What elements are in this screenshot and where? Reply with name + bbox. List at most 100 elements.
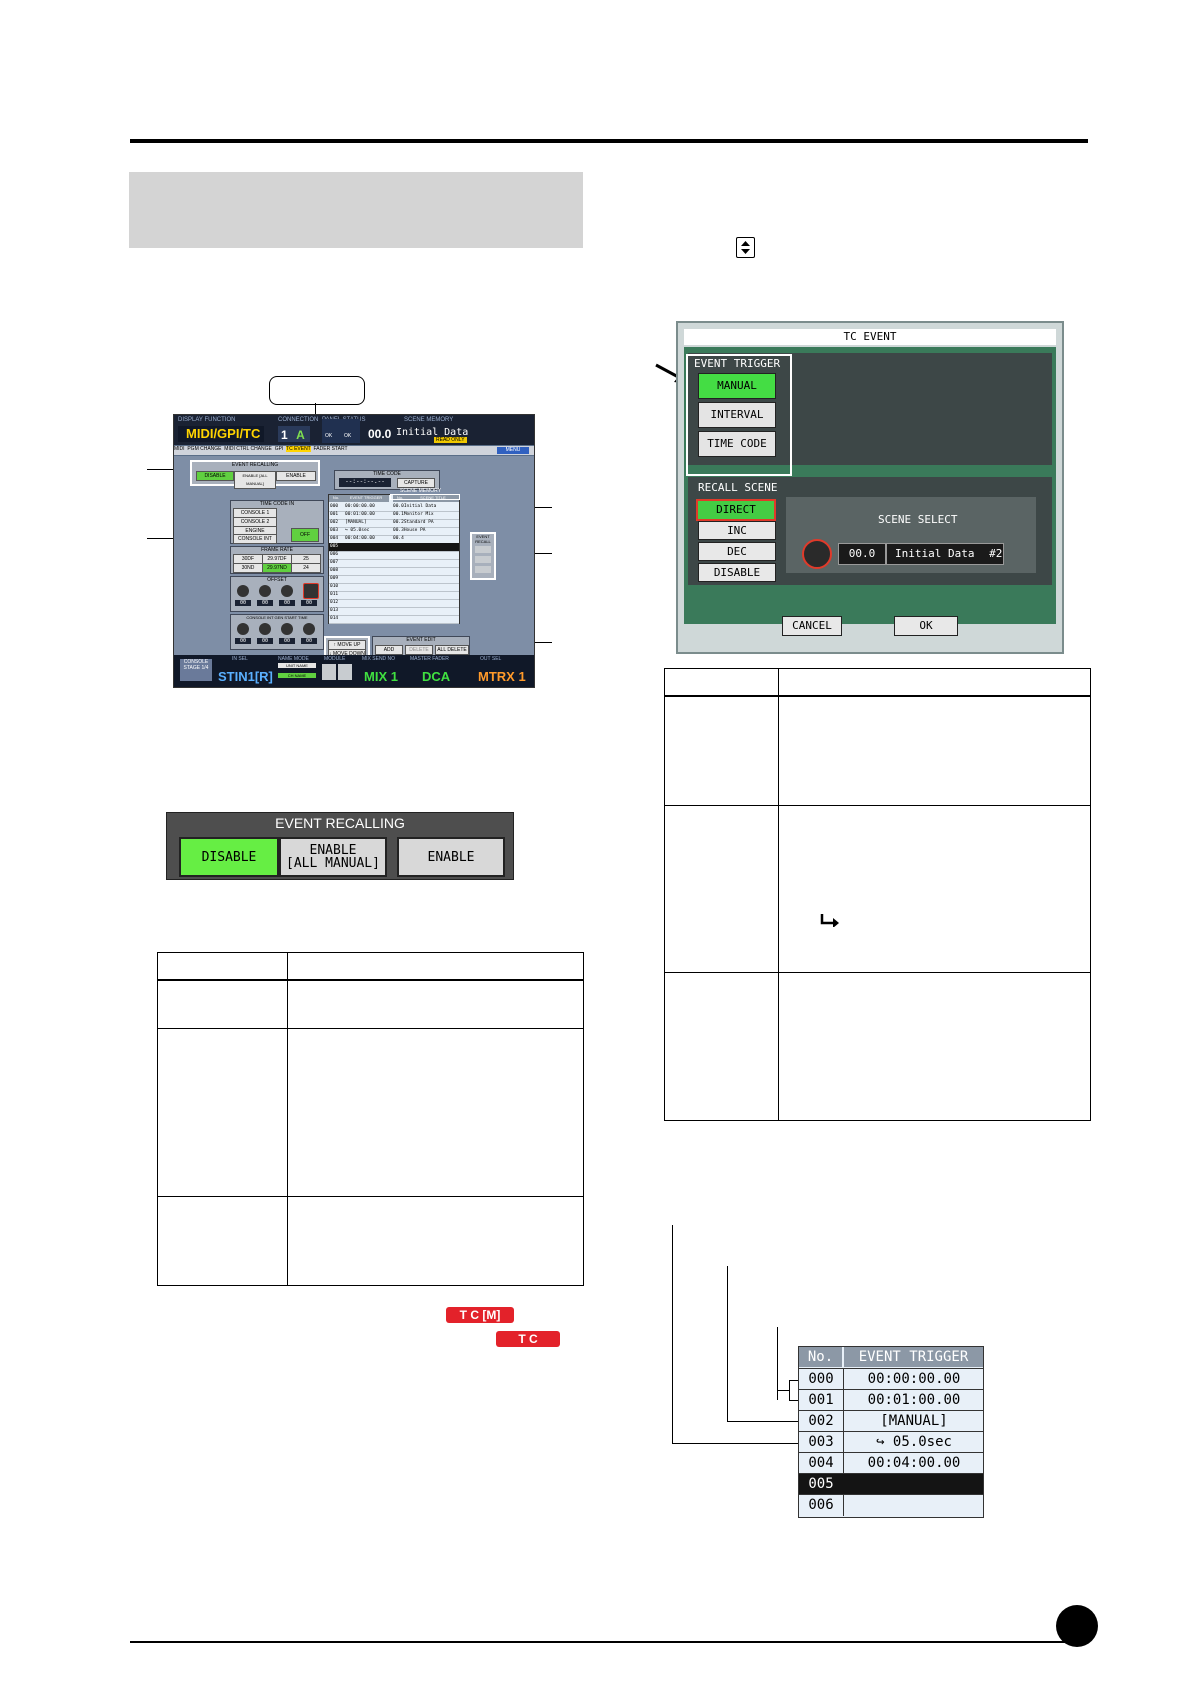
manual-button[interactable]: MANUAL [698,373,776,399]
section-heading-box [129,172,583,248]
list-item[interactable]: 009 [329,575,459,584]
gen-value: 00 [301,638,317,644]
event-recall-button[interactable] [475,566,491,573]
list-scene: 00.1Monitor Mix [393,512,434,517]
frame-rate-24[interactable]: 24 [291,563,321,573]
list-item[interactable]: 002[MANUAL]00.2Standard PA [329,519,459,528]
header-rule [130,139,1088,143]
er-enable-button[interactable]: ENABLE [276,471,316,481]
er-enable-all-manual-button[interactable]: ENABLE [ALL MANUAL] [279,837,387,877]
table-row[interactable]: 002[MANUAL] [799,1410,983,1432]
direct-button[interactable]: DIRECT [696,499,776,521]
table-divider [287,953,288,1285]
interval-button[interactable]: INTERVAL [698,402,776,428]
event-trigger: [MANUAL] [843,1411,984,1432]
event-trigger: 00:01:00.00 [843,1390,984,1411]
er-enable-button[interactable]: ENABLE [397,837,505,877]
list-no: 007 [330,560,339,565]
capture-button[interactable]: CAPTURE [397,478,435,488]
tc-in-console-int[interactable]: CONSOLE INT [233,534,277,544]
list-item[interactable]: 011 [329,591,459,600]
master-fader-value[interactable]: DCA [422,669,451,684]
offset-knob[interactable] [281,585,293,597]
list-item[interactable]: 006 [329,551,459,560]
list-item[interactable]: 007 [329,559,459,568]
list-no: 003 [330,528,339,533]
tc-in-off-button[interactable]: OFF [291,528,319,542]
list-header-no: No. [329,495,343,502]
flip-button[interactable] [322,664,336,680]
disable-button[interactable]: DISABLE [698,563,776,582]
menu-button[interactable]: MENU [497,447,529,454]
list-item[interactable]: 013 [329,607,459,616]
time-code-button[interactable]: TIME CODE [698,431,776,457]
gen-knob[interactable] [259,623,271,635]
gen-knob[interactable] [237,623,249,635]
dialog-body: EVENT TRIGGER MANUAL INTERVAL TIME CODE … [684,347,1056,624]
list-item[interactable]: 008 [329,567,459,576]
tab-midi[interactable]: MIDI [174,446,185,452]
gen-knob[interactable] [303,623,315,635]
in-sel-value[interactable]: STIN1[R] [218,669,273,684]
tab-fader-start[interactable]: FADER START [313,446,348,452]
table-row[interactable]: 006 [799,1494,983,1516]
out-sel-value[interactable]: MTRX 1 [478,669,526,684]
event-recall-button[interactable] [475,556,491,563]
scene-select-knob[interactable] [802,539,832,569]
event-recall-button[interactable] [475,546,491,553]
frame-rate-2997nd[interactable]: 29.97ND [262,563,292,573]
flip-button[interactable] [338,664,352,680]
all-delete-button[interactable]: ALL DELETE [435,645,469,655]
name-mode-unit[interactable]: UNIT NAME [278,663,316,668]
cancel-button[interactable]: CANCEL [782,616,842,636]
tab-midi-ctrl-change[interactable]: MIDI CTRL CHANGE [224,446,272,452]
er-disable-button[interactable]: DISABLE [196,471,234,481]
mix-send-value[interactable]: MIX 1 [364,669,398,684]
time-code-value: --:--:--.-- [339,478,391,487]
footer-rule [130,1641,1088,1643]
scene-memory-list-label: SCENE MEMORY [400,488,442,494]
callout-line [672,1225,673,1444]
event-no: 004 [808,1455,834,1471]
list-item[interactable]: 010 [329,583,459,592]
er-enable-all-manual-button[interactable]: ENABLE [ALL MANUAL] [234,471,276,489]
offset-value: 00 [235,600,251,606]
table-row[interactable]: 005 [799,1473,983,1495]
tab-pgm-change[interactable]: PGM CHANGE [187,446,222,452]
table-row[interactable]: 003↪ 05.0sec [799,1431,983,1453]
dec-button[interactable]: DEC [698,542,776,561]
list-item[interactable]: 005 [329,543,459,552]
er-disable-button[interactable]: DISABLE [179,837,279,877]
tab-tc-event[interactable]: TC EVENT [286,446,311,452]
offset-knob[interactable] [303,583,319,599]
screen-header: DISPLAY FUNCTION MIDI/GPI/TC CONNECTION … [174,415,534,445]
inc-button[interactable]: INC [698,521,776,540]
list-header-no2: No. [393,495,407,502]
list-no: 005 [330,544,339,549]
frame-rate-30nd[interactable]: 30ND [233,563,263,573]
ok-button[interactable]: OK [894,616,958,636]
console-stage-button[interactable]: CONSOLE STAGE 1/4 [180,659,212,681]
list-item[interactable]: 012 [329,599,459,608]
offset-knob[interactable] [237,585,249,597]
callout-line [147,469,187,470]
list-item[interactable]: 014 [329,615,459,624]
list-no: 014 [330,616,339,621]
delete-button[interactable]: DELETE [405,645,433,655]
callout-line [727,1421,798,1422]
callout-line [789,1380,790,1401]
gen-knob[interactable] [281,623,293,635]
name-mode-ch[interactable]: CH NAME [278,673,316,678]
list-trigger: 00:00:00.00 [345,504,375,509]
add-button[interactable]: ADD [375,645,403,655]
offset-knob[interactable] [259,585,271,597]
tab-gpi[interactable]: GPI [274,446,284,452]
list-no: 012 [330,600,339,605]
event-trigger [843,1495,984,1516]
